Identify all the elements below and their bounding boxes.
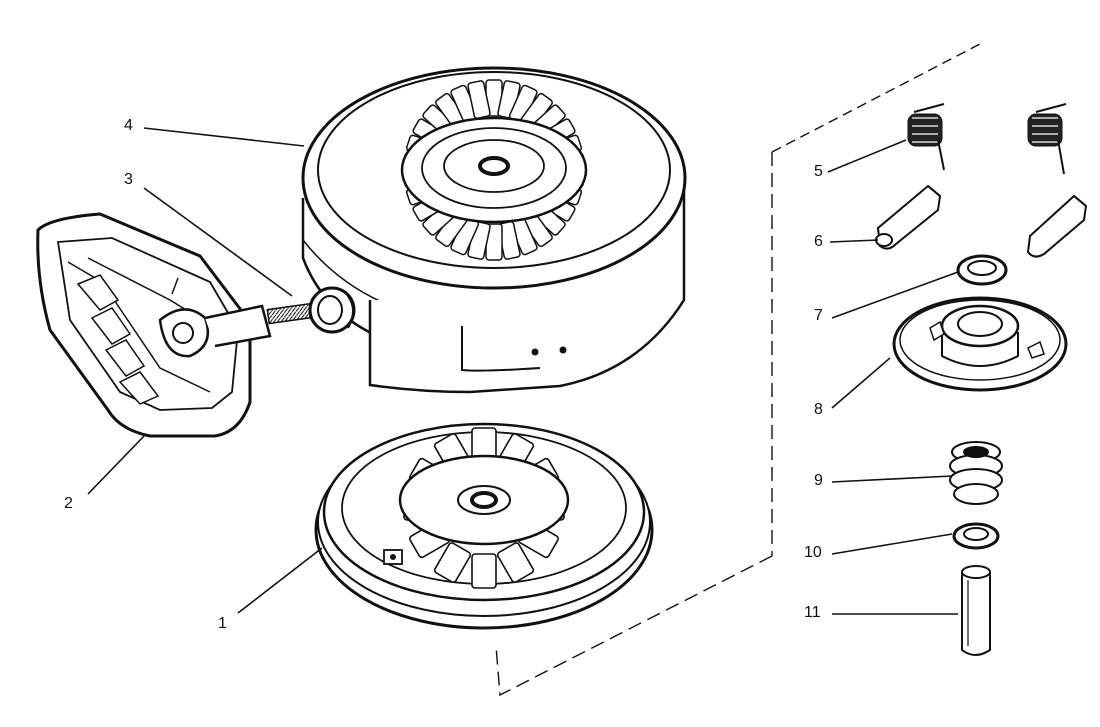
callout-9: 9 [814,472,823,489]
callout-5: 5 [814,163,823,180]
callout-2: 2 [64,495,73,512]
pawl [875,184,1088,258]
leader-lines [87,127,959,615]
retainer-plate [892,296,1068,392]
callout-1: 1 [218,615,227,632]
callout-6: 6 [814,233,823,250]
callout-4: 4 [124,117,133,134]
washer-10 [952,522,1000,550]
callout-7: 7 [814,307,823,324]
brake-spring [949,441,1003,505]
callout-11: 11 [804,604,821,621]
exploded-view-bracket [495,43,981,697]
starter-pulley [314,422,654,630]
center-pin [961,565,991,656]
callout-8: 8 [814,401,823,418]
starter-housing [301,66,687,394]
callout-3: 3 [124,171,133,188]
washer-7 [956,254,1008,286]
pawl-spring [907,103,1067,175]
callout-10: 10 [804,544,822,561]
starter-rope [266,286,356,334]
starter-handle [36,212,272,438]
